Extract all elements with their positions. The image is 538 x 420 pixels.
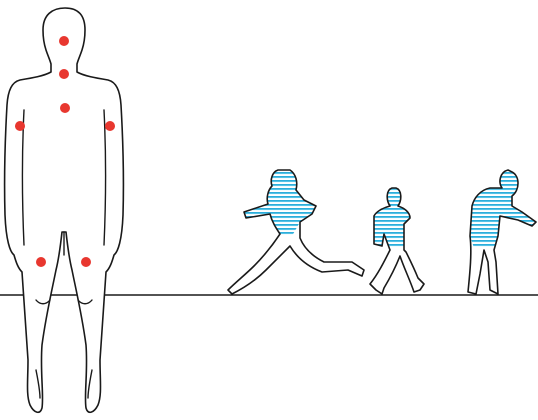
reaching-figure-icon xyxy=(468,170,536,294)
running-figure-icon xyxy=(228,170,364,294)
left-knee-marker xyxy=(36,257,46,267)
left-elbow-marker xyxy=(15,121,25,131)
standing-human-figure xyxy=(5,8,124,412)
right-elbow-marker xyxy=(105,121,115,131)
walking-figure-icon xyxy=(370,188,424,294)
right-knee-marker xyxy=(81,257,91,267)
neck-marker xyxy=(59,69,69,79)
head-marker xyxy=(59,36,69,46)
chest-marker xyxy=(60,103,70,113)
